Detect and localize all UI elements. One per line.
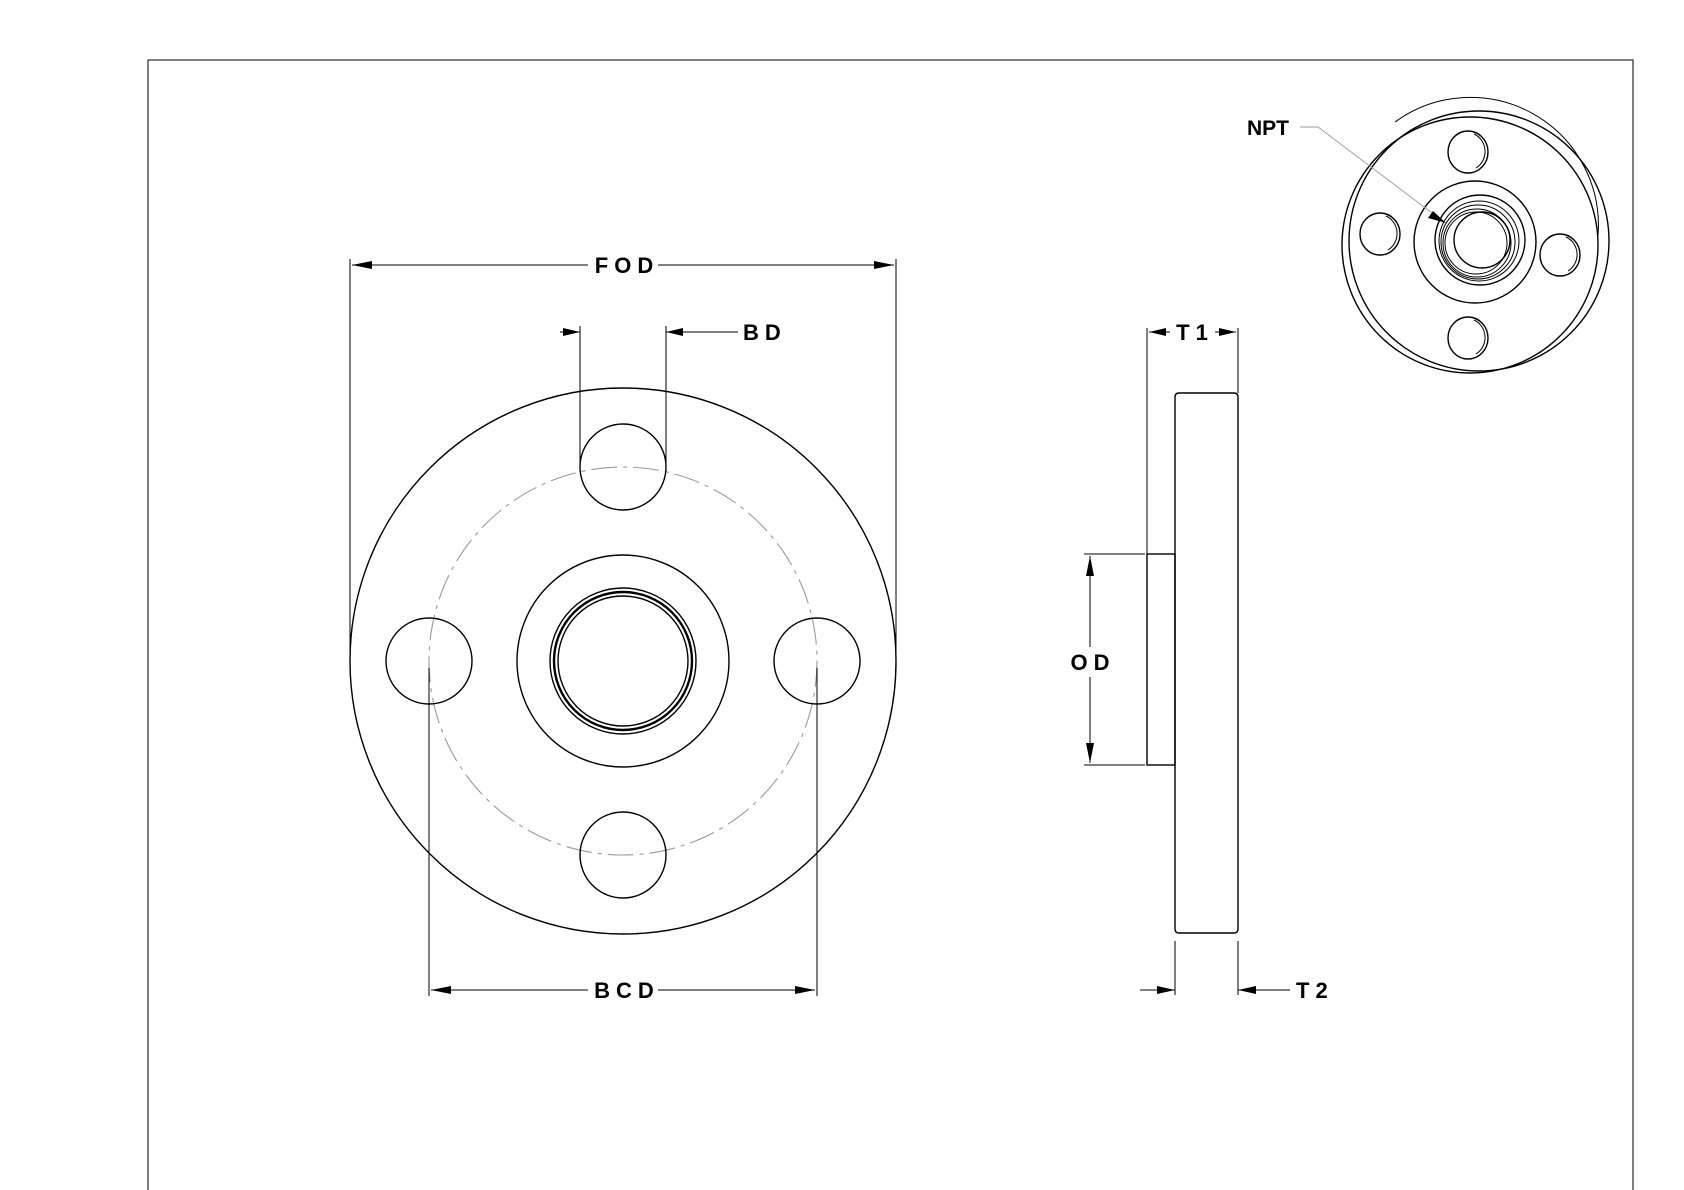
bcd-label: BCD bbox=[594, 978, 660, 1003]
iso-bore-thread-3 bbox=[1442, 208, 1512, 278]
iso-bolt-hole-bottom bbox=[1447, 316, 1489, 360]
t2-label: T2 bbox=[1296, 978, 1334, 1003]
front-view: FOD BD BCD bbox=[349, 253, 897, 1003]
iso-back-face bbox=[1348, 110, 1610, 372]
fod-label: FOD bbox=[595, 253, 659, 278]
iso-front-face bbox=[1341, 116, 1599, 374]
iso-bore-thread-2 bbox=[1440, 204, 1516, 280]
iso-bore-thread-1 bbox=[1438, 200, 1520, 282]
npt-leader-arrow bbox=[1428, 211, 1446, 223]
t1-label: T1 bbox=[1176, 320, 1214, 345]
bolt-hole-top bbox=[579, 423, 667, 511]
od-arrow-top bbox=[1086, 556, 1094, 576]
flange-outer-circle bbox=[349, 387, 897, 935]
iso-bolt-hole-top bbox=[1447, 130, 1489, 174]
t1-arrow-left bbox=[1149, 328, 1166, 336]
bcd-arrow-right bbox=[795, 986, 815, 994]
npt-leader-diagonal bbox=[1317, 126, 1441, 220]
fod-arrow-right bbox=[874, 261, 894, 269]
bore-inner-circle bbox=[557, 595, 689, 727]
npt-label: NPT bbox=[1247, 117, 1289, 140]
t1-arrow-right bbox=[1219, 328, 1236, 336]
bd-arrow-right bbox=[666, 328, 683, 336]
t2-arrow-right bbox=[1238, 986, 1256, 994]
flange-side-profile bbox=[1174, 392, 1239, 934]
bd-label: BD bbox=[743, 320, 787, 345]
iso-hub-circle bbox=[1413, 180, 1537, 304]
bolt-hole-bottom bbox=[579, 811, 667, 899]
bore-outer-circle bbox=[549, 587, 697, 735]
hub-side-profile bbox=[1146, 553, 1176, 766]
fod-arrow-left bbox=[352, 261, 372, 269]
isometric-view: NPT bbox=[1247, 96, 1610, 374]
iso-rim-edge bbox=[1394, 96, 1599, 237]
od-arrow-bottom bbox=[1086, 743, 1094, 763]
hub-circle bbox=[516, 554, 730, 768]
side-view: T1 T2 OD bbox=[1071, 320, 1334, 1003]
iso-bolt-hole-right bbox=[1539, 233, 1581, 277]
bd-arrow-left bbox=[563, 328, 580, 336]
iso-bolt-hole-left bbox=[1359, 212, 1401, 256]
drawing-border bbox=[147, 59, 1634, 1190]
od-label: OD bbox=[1071, 650, 1116, 675]
bore-thread-circle bbox=[552, 590, 694, 732]
bcd-arrow-left bbox=[431, 986, 451, 994]
bolt-circle-centerline bbox=[428, 466, 818, 856]
iso-bore-inner bbox=[1453, 211, 1511, 269]
iso-bore-outer bbox=[1434, 194, 1526, 286]
t2-arrow-left bbox=[1157, 986, 1175, 994]
